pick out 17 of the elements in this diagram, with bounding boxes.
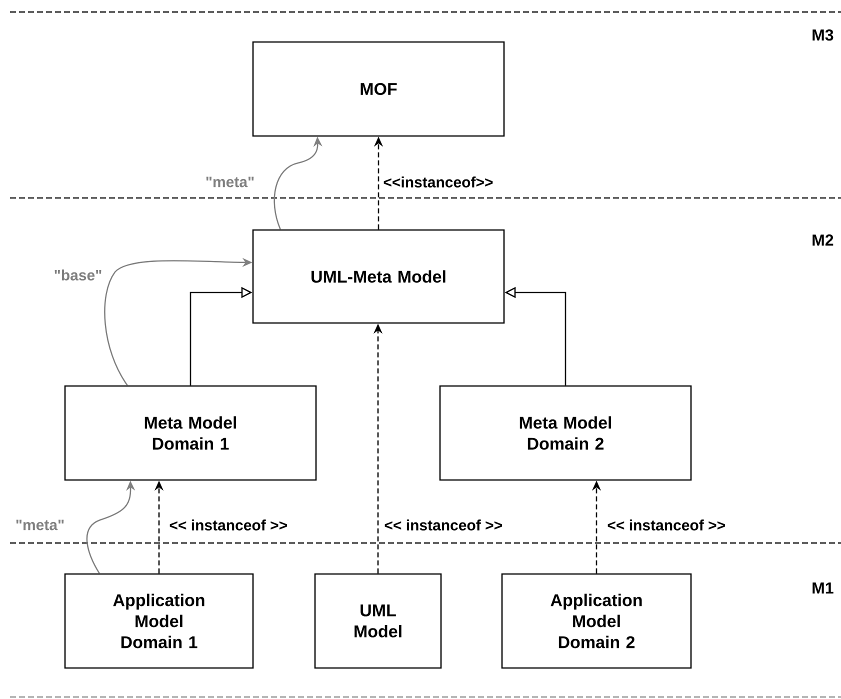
edge-label: << instanceof >>	[384, 520, 502, 530]
level-label: M3	[812, 29, 834, 41]
edge-label: "base"	[54, 270, 102, 280]
edge-label: "meta"	[16, 520, 64, 530]
model-box: Meta Model Domain 2	[439, 385, 692, 481]
model-box: Application Model Domain 1	[64, 573, 254, 669]
edge-label: << instanceof >>	[608, 520, 725, 530]
edge-label: << instanceof >>	[170, 520, 287, 530]
model-box: UML Model	[314, 573, 442, 669]
level-label: M2	[812, 234, 834, 246]
edge-label: <<instanceof>>	[384, 176, 493, 188]
model-box: MOF	[252, 41, 505, 137]
model-box: Meta Model Domain 1	[64, 385, 317, 481]
model-box: Application Model Domain 2	[501, 573, 692, 669]
level-label: M1	[812, 582, 834, 594]
model-box: UML-Meta Model	[252, 229, 505, 324]
edge-label: "meta"	[206, 176, 254, 188]
